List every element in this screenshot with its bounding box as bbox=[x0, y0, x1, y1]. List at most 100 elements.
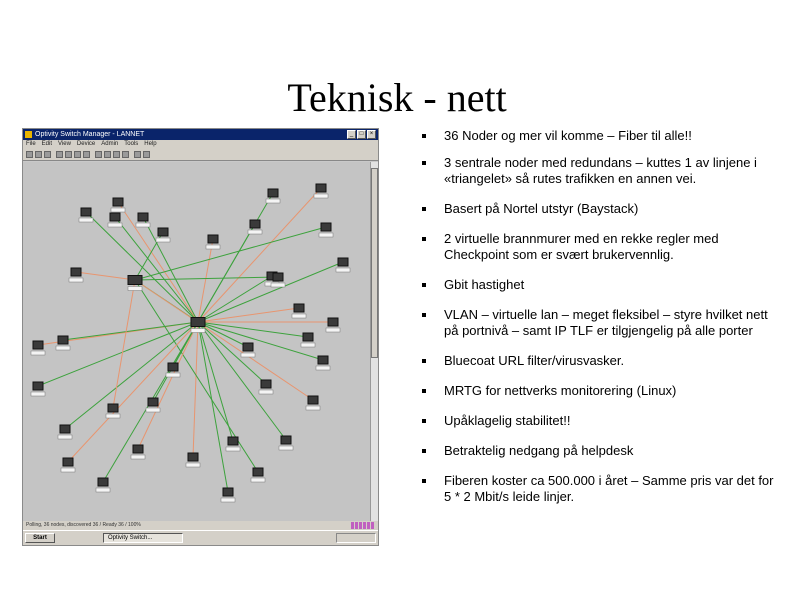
bullet-text: Betraktelig nedgang på helpdesk bbox=[444, 443, 634, 458]
bullet-item: Basert på Nortel utstyr (Baystack) bbox=[420, 201, 780, 217]
network-switch-icon[interactable] bbox=[335, 257, 351, 273]
bullet-icon bbox=[422, 359, 426, 363]
menu-help[interactable]: Help bbox=[144, 141, 157, 147]
network-switch-icon[interactable] bbox=[145, 397, 161, 413]
network-switch-icon[interactable] bbox=[205, 234, 221, 250]
network-link bbox=[112, 279, 136, 409]
network-link bbox=[197, 321, 309, 338]
network-switch-icon[interactable] bbox=[258, 379, 274, 395]
toolbar-copy-icon[interactable] bbox=[74, 151, 81, 158]
network-link bbox=[114, 216, 199, 323]
window-titlebar: Optivity Switch Manager - LANNET _ □ × bbox=[23, 129, 378, 140]
menu-edit[interactable]: Edit bbox=[41, 141, 53, 147]
network-link bbox=[197, 321, 324, 361]
menu-tools[interactable]: Tools bbox=[124, 141, 139, 147]
network-switch-icon[interactable] bbox=[325, 317, 341, 333]
network-switch-icon[interactable] bbox=[127, 275, 143, 291]
toolbar-layout-icon[interactable] bbox=[113, 151, 120, 158]
network-switch-icon[interactable] bbox=[225, 436, 241, 452]
network-switch-icon[interactable] bbox=[291, 303, 307, 319]
vertical-scrollbar[interactable] bbox=[370, 162, 378, 521]
maximize-icon[interactable]: □ bbox=[357, 130, 366, 139]
network-switch-icon[interactable] bbox=[315, 355, 331, 371]
network-switch-icon[interactable] bbox=[30, 340, 46, 356]
network-switch-icon[interactable] bbox=[107, 212, 123, 228]
network-switch-icon[interactable] bbox=[300, 332, 316, 348]
network-switch-icon[interactable] bbox=[155, 227, 171, 243]
network-link bbox=[117, 201, 199, 323]
bullet-item: Upåklagelig stabilitet!! bbox=[420, 413, 780, 429]
network-switch-icon[interactable] bbox=[105, 403, 121, 419]
menubar: File Edit View Device Admin Tools Help bbox=[23, 140, 378, 149]
bullet-text: Bluecoat URL filter/virusvasker. bbox=[444, 353, 625, 368]
network-switch-icon[interactable] bbox=[278, 435, 294, 451]
start-label: Start bbox=[33, 535, 47, 541]
network-switch-icon[interactable] bbox=[30, 381, 46, 397]
bullet-item: Gbit hastighet bbox=[420, 277, 780, 293]
bullet-icon bbox=[422, 237, 426, 241]
network-switch-icon[interactable] bbox=[220, 487, 236, 503]
taskbar: Start Optivity Switch... bbox=[23, 530, 378, 545]
toolbar-properties-icon[interactable] bbox=[134, 151, 141, 158]
toolbar-paste-icon[interactable] bbox=[83, 151, 90, 158]
bullet-icon bbox=[422, 313, 426, 317]
network-switch-icon[interactable] bbox=[265, 188, 281, 204]
start-button[interactable]: Start bbox=[25, 533, 55, 543]
network-link bbox=[197, 187, 322, 323]
toolbar-refresh-icon[interactable] bbox=[122, 151, 129, 158]
network-switch-icon[interactable] bbox=[240, 342, 256, 358]
toolbar-print-icon[interactable] bbox=[56, 151, 63, 158]
toolbar-open-icon[interactable] bbox=[35, 151, 42, 158]
toolbar-cut-icon[interactable] bbox=[65, 151, 72, 158]
network-switch-icon[interactable] bbox=[130, 444, 146, 460]
network-switch-icon[interactable] bbox=[185, 452, 201, 468]
bullet-icon bbox=[422, 134, 426, 138]
bullet-item: MRTG for nettverks monitorering (Linux) bbox=[420, 383, 780, 399]
status-meter bbox=[351, 522, 374, 529]
network-switch-icon[interactable] bbox=[313, 183, 329, 199]
bullet-icon bbox=[422, 207, 426, 211]
bullet-item: Betraktelig nedgang på helpdesk bbox=[420, 443, 780, 459]
network-switch-icon[interactable] bbox=[110, 197, 126, 213]
network-switch-icon[interactable] bbox=[305, 395, 321, 411]
network-switch-icon[interactable] bbox=[318, 222, 334, 238]
network-switch-icon[interactable] bbox=[190, 317, 206, 333]
close-icon[interactable]: × bbox=[367, 130, 376, 139]
scrollbar-thumb[interactable] bbox=[371, 168, 378, 358]
menu-file[interactable]: File bbox=[26, 141, 36, 147]
network-switch-icon[interactable] bbox=[57, 424, 73, 440]
network-switch-icon[interactable] bbox=[135, 212, 151, 228]
menu-view[interactable]: View bbox=[58, 141, 71, 147]
toolbar-help-icon[interactable] bbox=[143, 151, 150, 158]
bullet-icon bbox=[422, 449, 426, 453]
bullet-text: Fiberen koster ca 500.000 i året – Samme… bbox=[444, 473, 774, 504]
minimize-icon[interactable]: _ bbox=[347, 130, 356, 139]
toolbar-save-icon[interactable] bbox=[44, 151, 51, 158]
toolbar-new-icon[interactable] bbox=[26, 151, 33, 158]
network-manager-screenshot: Optivity Switch Manager - LANNET _ □ × F… bbox=[22, 128, 379, 546]
network-link bbox=[137, 321, 199, 450]
network-switch-icon[interactable] bbox=[68, 267, 84, 283]
network-switch-icon[interactable] bbox=[60, 457, 76, 473]
toolbar-find-icon[interactable] bbox=[95, 151, 102, 158]
topology-canvas[interactable] bbox=[23, 162, 370, 521]
network-link bbox=[134, 279, 259, 473]
toolbar-zoom-icon[interactable] bbox=[104, 151, 111, 158]
bullet-text: Basert på Nortel utstyr (Baystack) bbox=[444, 201, 639, 216]
network-switch-icon[interactable] bbox=[165, 362, 181, 378]
bullet-list: 36 Noder og mer vil komme – Fiber til al… bbox=[420, 128, 780, 505]
menu-admin[interactable]: Admin bbox=[101, 141, 119, 147]
network-link bbox=[192, 321, 199, 458]
network-switch-icon[interactable] bbox=[247, 219, 263, 235]
bullet-item: 2 virtuelle brannmurer med en rekke regl… bbox=[420, 231, 780, 263]
network-switch-icon[interactable] bbox=[250, 467, 266, 483]
menu-device[interactable]: Device bbox=[76, 141, 96, 147]
network-switch-icon[interactable] bbox=[55, 335, 71, 351]
network-switch-icon[interactable] bbox=[95, 477, 111, 493]
taskbar-app-button[interactable]: Optivity Switch... bbox=[103, 533, 183, 543]
network-link bbox=[75, 271, 136, 281]
network-switch-icon[interactable] bbox=[270, 272, 286, 288]
bullet-icon bbox=[422, 389, 426, 393]
network-switch-icon[interactable] bbox=[78, 207, 94, 223]
network-link bbox=[197, 321, 234, 442]
